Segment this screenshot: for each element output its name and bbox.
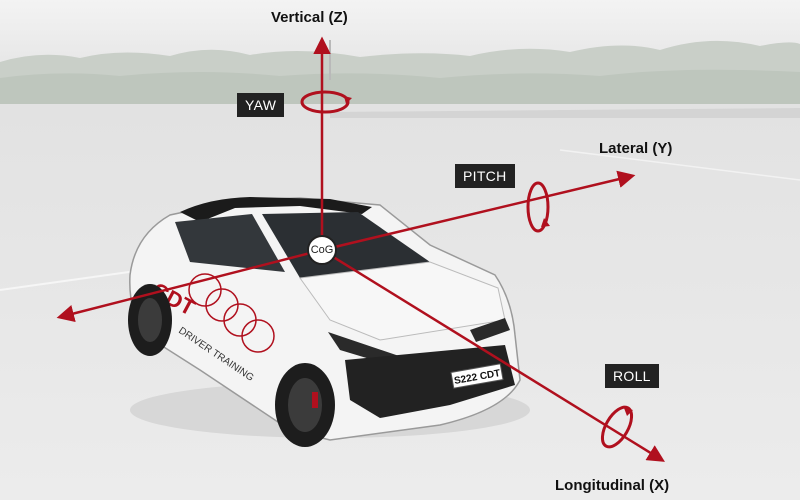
yaw-rotation-icon [300,90,352,114]
car-roof [180,197,372,222]
front-rim [288,378,322,432]
cog-label: CoG [310,244,334,256]
road-marking-far [559,149,800,181]
roll-rotation-icon [600,405,634,449]
number-plate [450,363,504,389]
yaw-tag: YAW [237,93,285,117]
barrier [330,108,800,118]
rear-rim [138,298,162,342]
side-window [175,214,285,272]
pitch-rotation-icon [526,181,550,233]
lateral-axis [321,170,636,252]
longitudinal-axis-label: Longitudinal (X) [555,477,670,494]
vertical-axis-label: Vertical (Z) [271,9,348,26]
brake-caliper [312,392,318,408]
pitch-tag: PITCH [455,164,515,188]
lateral-axis-negative [56,248,323,323]
center-of-gravity-marker: CoG [307,235,337,265]
roll-tag: ROLL [605,364,659,388]
grille [345,345,515,418]
livery-circles [188,273,275,353]
lateral-axis-label: Lateral (Y) [599,140,673,157]
tree-line-front [0,69,800,106]
headlight-right [470,318,510,342]
